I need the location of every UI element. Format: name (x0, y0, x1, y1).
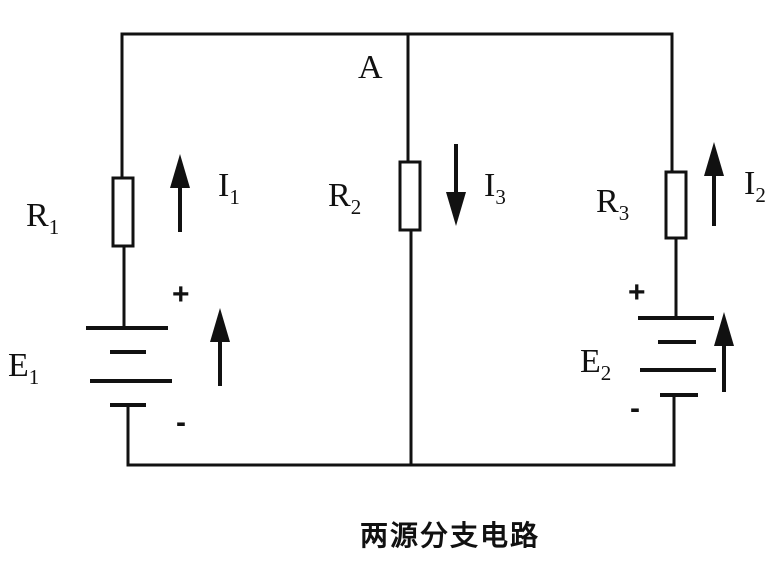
label-i2: I2 (744, 165, 766, 207)
arrow-up-icon (704, 142, 724, 226)
label-r2: R2 (328, 177, 361, 219)
label-r3: R3 (596, 183, 629, 225)
arrow-up-icon (210, 308, 230, 386)
label-r1: R1 (26, 197, 59, 239)
battery-e1 (86, 326, 172, 407)
e1-plus-sign: + (172, 278, 190, 311)
node-label: A (358, 49, 383, 86)
diagram-caption: 两源分支电路 (360, 519, 540, 552)
resistor-r2 (398, 160, 422, 232)
battery-e2 (638, 316, 716, 397)
arrow-up-icon (170, 154, 190, 232)
e2-plus-sign: + (628, 276, 646, 309)
e1-minus-sign: - (176, 406, 186, 439)
resistor-r1 (111, 176, 135, 248)
label-e1: E1 (8, 347, 39, 389)
label-i1: I1 (218, 167, 240, 209)
resistor-r3 (664, 170, 688, 240)
label-e2: E2 (580, 343, 611, 385)
arrow-up-icon (714, 312, 734, 392)
arrow-down-icon (446, 144, 466, 226)
e2-minus-sign: - (630, 392, 640, 425)
label-i3: I3 (484, 167, 506, 209)
